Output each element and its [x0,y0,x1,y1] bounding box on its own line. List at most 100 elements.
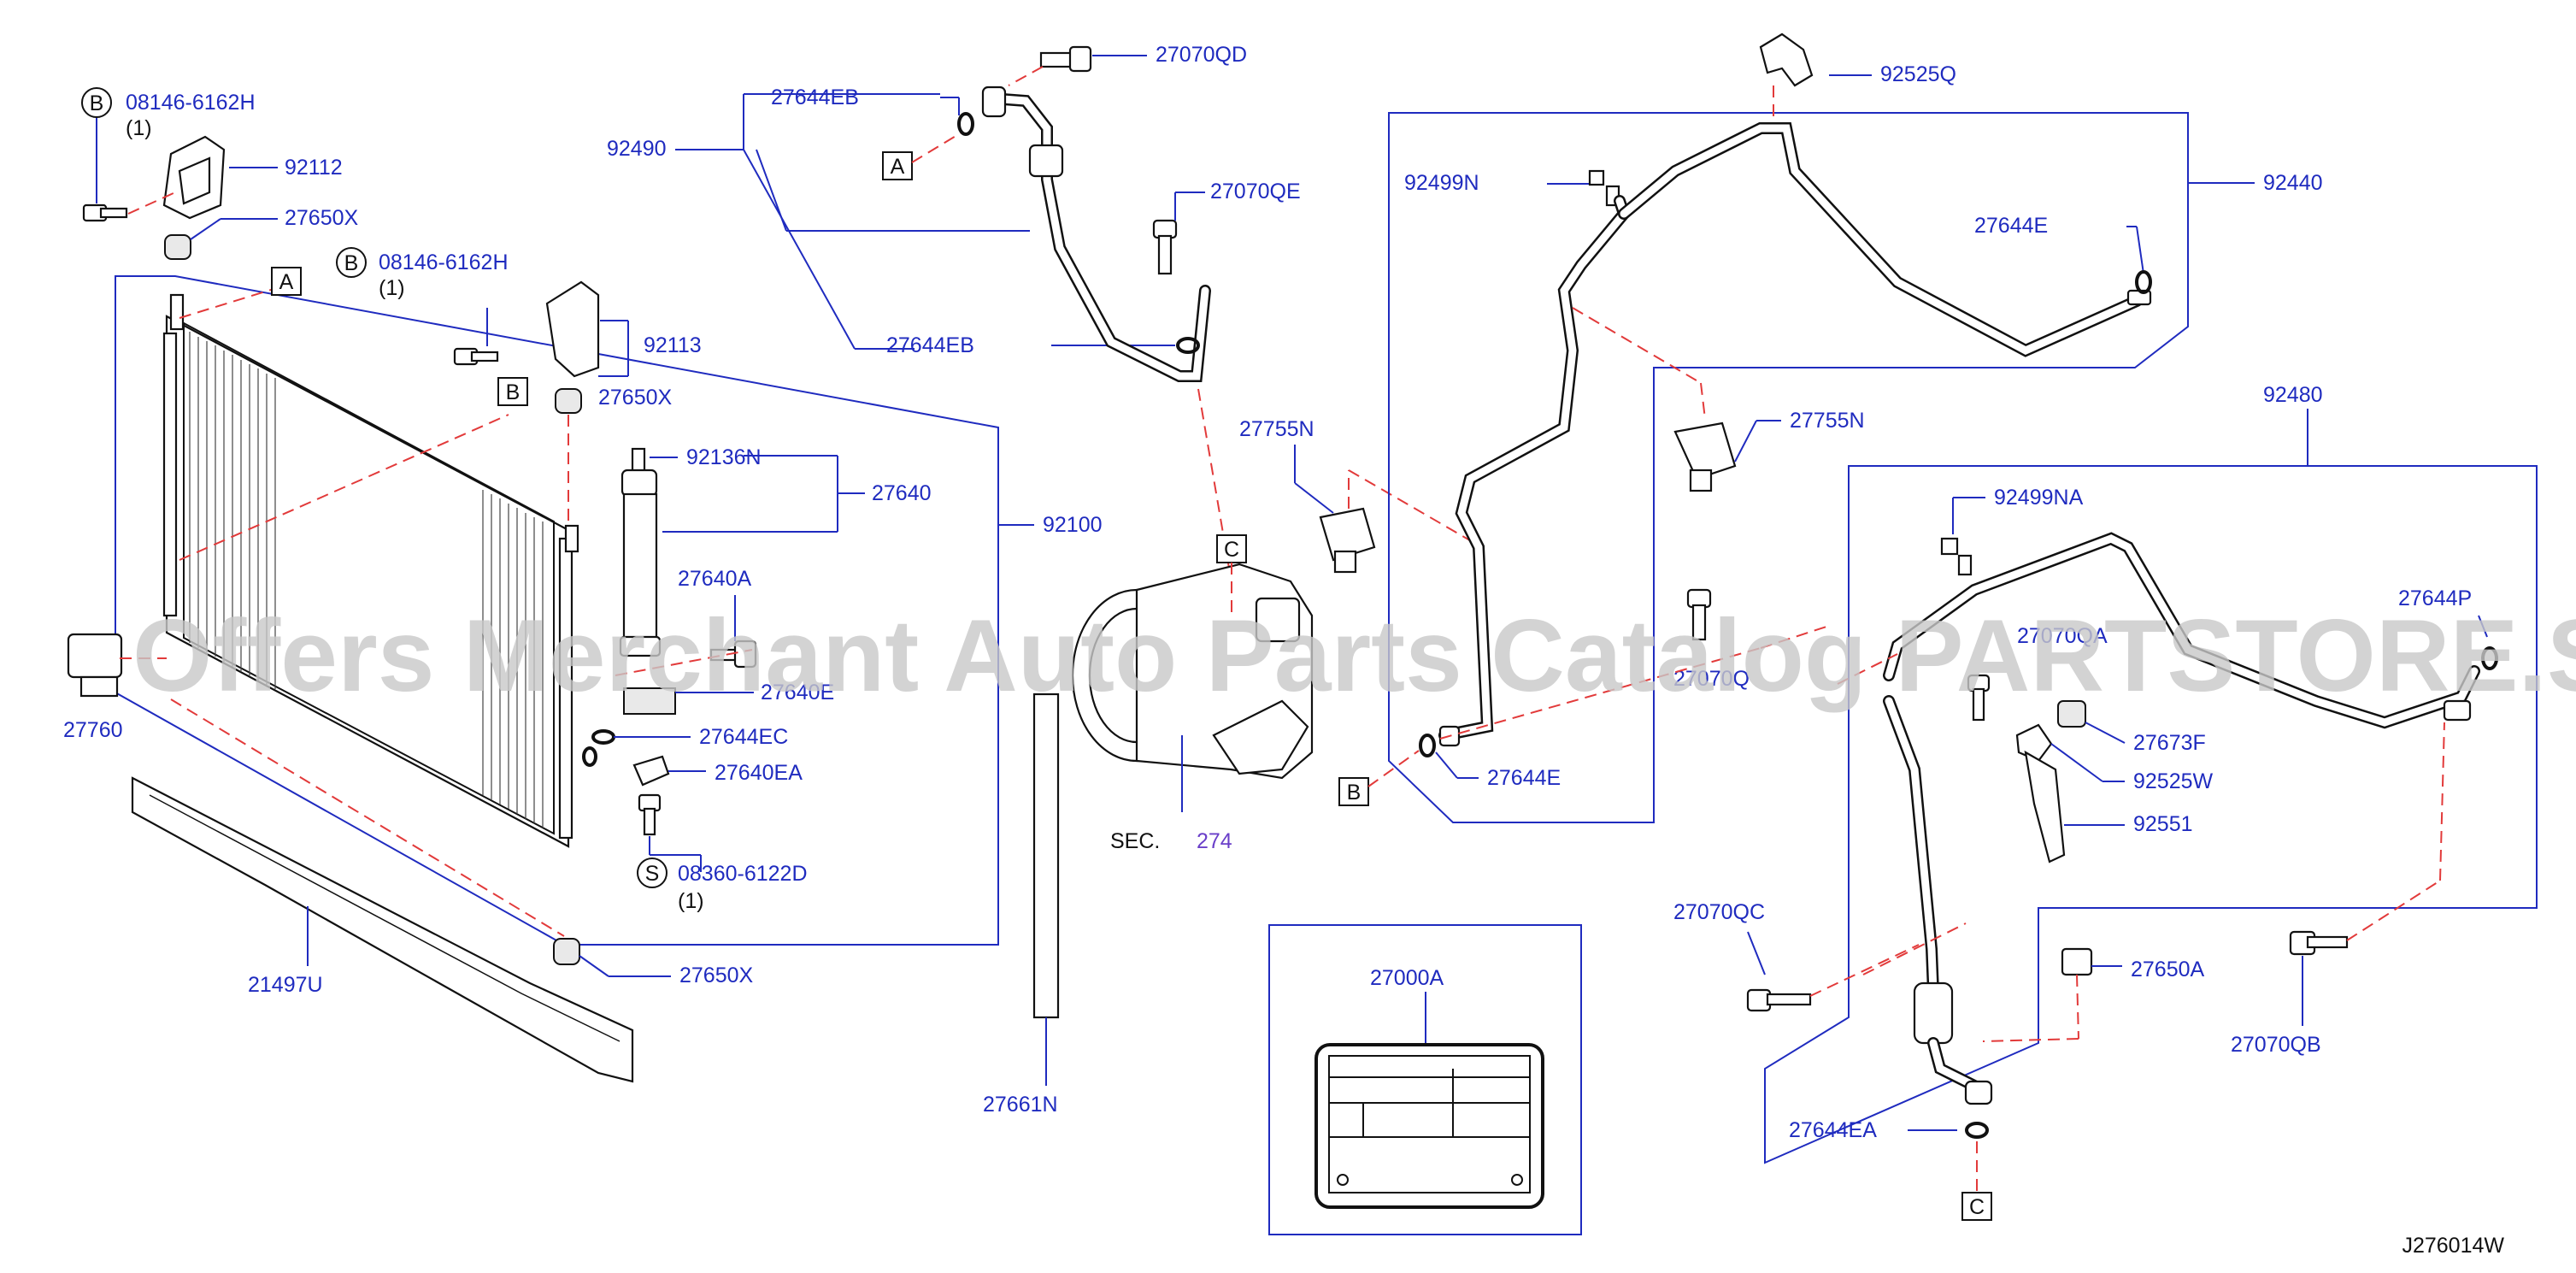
plug-27640a[interactable] [709,639,757,669]
mount-27650x-mid[interactable] [555,388,582,414]
oring-27644e-top[interactable] [2135,270,2152,294]
label-27640[interactable]: 27640 [872,481,932,505]
label-27650a[interactable]: 27650A [2131,958,2205,981]
clip-27755n-left[interactable] [1319,507,1376,574]
sensor-27760[interactable] [67,633,123,698]
label-27650x-mid[interactable]: 27650X [598,386,673,410]
flange-27640ea[interactable] [632,755,670,787]
label-92525q[interactable]: 92525Q [1880,62,1956,86]
label-27650x-bot[interactable]: 27650X [679,964,754,987]
sleeve-27673f[interactable] [2057,700,2086,728]
bolt-27070q[interactable] [1686,588,1712,641]
oring-27644p[interactable] [2481,646,2498,670]
cap-92499na[interactable] [1940,537,1973,576]
label-27070qd[interactable]: 27070QD [1156,43,1247,67]
oring-27644ea[interactable] [1965,1122,1989,1139]
label-92480[interactable]: 92480 [2263,383,2323,407]
group-92440-outline [1388,112,2189,823]
ref-circle-s: S [637,858,668,888]
label-27644ea[interactable]: 27644EA [1789,1118,1877,1142]
bolt-27070qa[interactable] [1967,674,1991,722]
label-92113[interactable]: 92113 [644,333,702,357]
label-27070qc[interactable]: 27070QC [1673,900,1765,924]
label-27644eb-top[interactable]: 27644EB [771,85,859,109]
label-plate-frame [1268,924,1582,1235]
compressor[interactable] [1071,563,1314,780]
qty-08146-6162h-mid: (1) [379,276,405,300]
label-27673f[interactable]: 27673F [2133,731,2206,755]
ref-circle-b-2: B [336,247,367,278]
ref-letter-c-2: C [1969,1195,1985,1219]
bolt-08360-6122d[interactable] [638,793,662,836]
mount-27650x-bot[interactable] [553,938,580,965]
oring-27644eb-bot[interactable] [1176,337,1200,354]
label-27640e[interactable]: 27640E [761,681,834,704]
bolt-27070qb[interactable] [2289,930,2349,956]
bracket-92112[interactable] [162,135,226,220]
ref-letter-b-4: B [1347,781,1362,804]
caution-label-plate[interactable] [1314,1043,1544,1209]
label-27661n[interactable]: 27661N [983,1093,1058,1117]
label-27070q[interactable]: 27070Q [1673,667,1750,691]
bracket-92113[interactable] [545,280,600,378]
clamp-92525q[interactable] [1759,32,1814,87]
label-27644p[interactable]: 27644P [2398,586,2472,610]
oring-27644ec[interactable] [591,729,615,745]
clip-27755n-right[interactable] [1673,421,1737,492]
bolt-08146-6162h-top[interactable] [82,203,128,222]
label-27000a[interactable]: 27000A [1370,966,1444,990]
ref-circle-b-1: B [81,87,112,118]
filter-27640e[interactable] [623,687,676,715]
label-27644e-top[interactable]: 27644E [1974,214,2048,238]
label-92136n[interactable]: 92136N [686,445,762,469]
label-08360-6122d[interactable]: 08360-6122D [678,862,808,886]
mount-27650x-top[interactable] [164,234,191,260]
bolt-27070qc[interactable] [1746,988,1812,1012]
label-08146-6162h-mid[interactable]: 08146-6162H [379,250,509,274]
sec-number-274[interactable]: 274 [1197,829,1232,853]
label-27070qb[interactable]: 27070QB [2231,1033,2321,1057]
label-27644ec[interactable]: 27644EC [699,725,788,749]
sec-prefix: SEC. [1110,829,1160,853]
label-27755n-right[interactable]: 27755N [1790,409,1865,433]
label-92112[interactable]: 92112 [285,156,343,180]
pipe-92480[interactable] [1883,532,2480,1105]
receiver-drier-27640[interactable] [619,447,662,657]
label-27644eb-bot[interactable]: 27644EB [886,333,974,357]
label-27640ea[interactable]: 27640EA [715,761,803,785]
clamp-92525w[interactable] [2015,723,2053,763]
label-92490[interactable]: 92490 [607,137,667,161]
condenser-27650[interactable] [162,293,579,848]
ref-letter-s: S [645,862,660,886]
ref-letter-a: A [279,270,294,294]
label-92525w[interactable]: 92525W [2133,769,2214,793]
label-27760[interactable]: 27760 [63,718,123,742]
label-92499na[interactable]: 92499NA [1994,486,2084,510]
nut-27650a[interactable] [2061,947,2093,976]
label-92100[interactable]: 92100 [1043,513,1103,537]
ref-letter-b-2: B [344,251,359,275]
label-92440[interactable]: 92440 [2263,171,2323,195]
label-27070qa[interactable]: 27070QA [2017,624,2108,648]
label-27755n-left[interactable]: 27755N [1239,417,1314,441]
label-27070qe[interactable]: 27070QE [1210,180,1301,203]
ref-letter-c: C [1224,538,1239,562]
label-08146-6162h-top[interactable]: 08146-6162H [126,91,256,115]
label-27640a[interactable]: 27640A [678,567,752,591]
bolt-27070qd[interactable] [1039,45,1092,73]
label-27650x-top[interactable]: 27650X [285,206,359,230]
label-92499n[interactable]: 92499N [1404,171,1479,195]
bolt-08146-6162h-mid[interactable] [453,347,499,366]
seal-strip-27661n[interactable] [1032,692,1060,1019]
bolt-27070qe[interactable] [1152,219,1178,275]
oring-27644eb-top[interactable] [957,112,974,136]
label-21497u[interactable]: 21497U [248,973,323,997]
bracket-92551[interactable] [2024,750,2066,863]
label-27644e-bot[interactable]: 27644E [1487,766,1561,790]
air-guide-21497u[interactable] [131,776,634,1083]
label-92551[interactable]: 92551 [2133,812,2193,836]
hose-92490[interactable] [981,85,1211,382]
oring-27644e-bot[interactable] [1419,734,1436,757]
watermark: Offers Merchant Auto Parts Catalog PARTS… [132,598,2576,713]
ref-box-a-1: A [271,267,302,296]
